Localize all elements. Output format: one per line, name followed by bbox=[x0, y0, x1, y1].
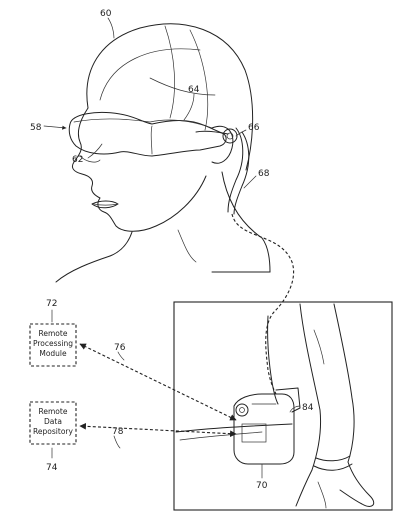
ref-58: 58 bbox=[30, 123, 42, 133]
remote-data-line-3: Repository bbox=[33, 427, 73, 436]
ref-84: 84 bbox=[302, 403, 314, 413]
remote-data-line-1: Remote bbox=[39, 407, 68, 416]
link-78 bbox=[79, 423, 237, 437]
remote-processing-line-1: Remote bbox=[39, 329, 68, 338]
remote-processing-module-box: Remote Processing Module bbox=[29, 323, 77, 367]
remote-data-repository-box: Remote Data Repository bbox=[29, 401, 77, 445]
ref-64: 64 bbox=[188, 85, 200, 95]
reference-numerals: 60 58 62 64 66 68 72 76 84 78 74 70 bbox=[30, 9, 314, 491]
cable-68 bbox=[231, 213, 294, 395]
ref-72: 72 bbox=[46, 299, 57, 309]
ref-60: 60 bbox=[100, 9, 112, 19]
ref-76: 76 bbox=[114, 343, 126, 353]
belt-pack bbox=[233, 387, 301, 465]
torso-arm-drawing bbox=[175, 303, 375, 509]
head-drawing bbox=[55, 23, 271, 283]
ref-68: 68 bbox=[258, 169, 270, 179]
remote-data-line-2: Data bbox=[44, 417, 62, 426]
remote-processing-line-2: Processing bbox=[33, 339, 73, 348]
ref-78: 78 bbox=[112, 427, 124, 437]
link-76 bbox=[79, 343, 237, 421]
ref-74: 74 bbox=[46, 463, 58, 473]
remote-processing-line-3: Module bbox=[39, 349, 67, 358]
leader-lines bbox=[43, 17, 301, 479]
ref-66: 66 bbox=[248, 123, 260, 133]
glasses-drawing bbox=[68, 111, 238, 157]
ref-70: 70 bbox=[256, 481, 268, 491]
ref-62: 62 bbox=[72, 155, 83, 165]
